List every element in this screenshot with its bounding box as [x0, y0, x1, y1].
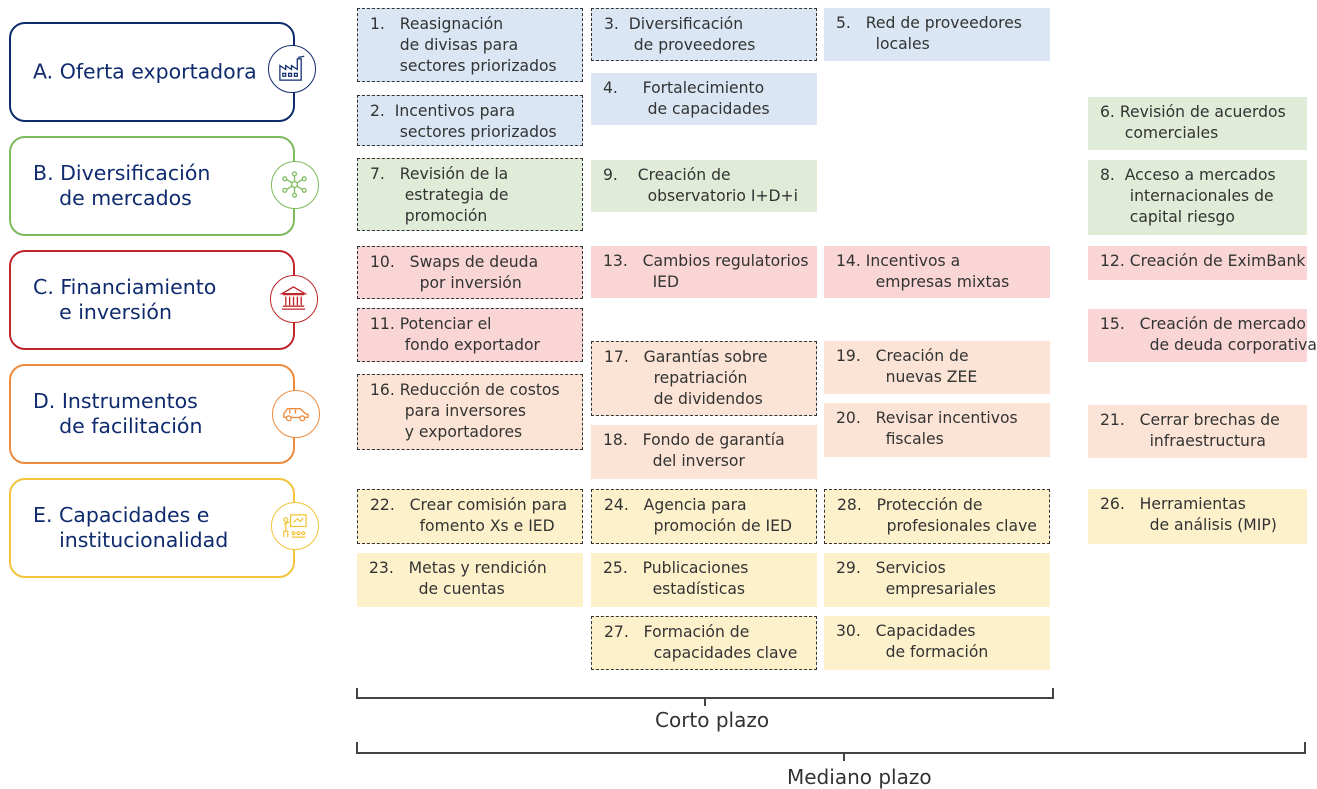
- action-30: 30. Capacidades de formación: [824, 616, 1050, 670]
- action-13: 13. Cambios regulatorios IED: [591, 246, 817, 298]
- action-16: 16. Reducción de costos para inversores …: [357, 374, 583, 450]
- category-c: C. Financiamiento e inversión: [9, 250, 295, 350]
- category-a: A. Oferta exportadora: [9, 22, 295, 122]
- action-23: 23. Metas y rendición de cuentas: [357, 553, 583, 607]
- action-17: 17. Garantías sobre repatriación de divi…: [591, 341, 817, 416]
- action-22: 22. Crear comisión para fomento Xs e IED: [357, 489, 583, 544]
- action-9: 9. Creación de observatorio I+D+i: [591, 160, 817, 212]
- action-20: 20. Revisar incentivos fiscales: [824, 403, 1050, 457]
- action-3: 3. Diversificación de proveedores: [591, 8, 817, 61]
- action-2: 2. Incentivos para sectores priorizados: [357, 95, 583, 146]
- action-28: 28. Protección de profesionales clave: [824, 489, 1050, 544]
- category-b-label: B. Diversificación de mercados: [33, 161, 211, 210]
- category-a-label: A. Oferta exportadora: [33, 59, 257, 84]
- action-27: 27. Formación de capacidades clave: [591, 616, 817, 670]
- action-18: 18. Fondo de garantía del inversor: [591, 425, 817, 479]
- action-26: 26. Herramientas de análisis (MIP): [1088, 489, 1307, 544]
- presentation-icon: [271, 502, 319, 550]
- action-4: 4. Fortalecimiento de capacidades: [591, 73, 817, 125]
- category-d-label: D. Instrumentos de facilitación: [33, 389, 203, 438]
- action-21: 21. Cerrar brechas de infraestructura: [1088, 405, 1307, 458]
- action-8: 8. Acceso a mercados internacionales de …: [1088, 160, 1307, 235]
- category-e: E. Capacidades e institucionalidad: [9, 478, 295, 578]
- car-icon: [272, 390, 320, 438]
- bank-icon: [270, 275, 318, 323]
- short-term-label: Corto plazo: [655, 708, 770, 732]
- action-25: 25. Publicaciones estadísticas: [591, 553, 817, 607]
- action-15: 15. Creación de mercado de deuda corpora…: [1088, 309, 1317, 362]
- action-19: 19. Creación de nuevas ZEE: [824, 341, 1050, 394]
- category-e-label: E. Capacidades e institucionalidad: [33, 503, 229, 552]
- category-d: D. Instrumentos de facilitación: [9, 364, 295, 464]
- action-6: 6. Revisión de acuerdos comerciales: [1088, 97, 1307, 150]
- action-5: 5. Red de proveedores locales: [824, 8, 1050, 61]
- network-icon: [271, 161, 319, 209]
- action-14: 14. Incentivos a empresas mixtas: [824, 246, 1050, 298]
- action-29: 29. Servicios empresariales: [824, 553, 1050, 607]
- action-1: 1. Reasignación de divisas para sectores…: [357, 8, 583, 82]
- category-b: B. Diversificación de mercados: [9, 136, 295, 236]
- action-12: 12. Creación de EximBank: [1088, 246, 1307, 280]
- action-7: 7. Revisión de la estrategia de promoció…: [357, 158, 583, 231]
- category-c-label: C. Financiamiento e inversión: [33, 275, 217, 324]
- action-24: 24. Agencia para promoción de IED: [591, 489, 817, 544]
- medium-term-label: Mediano plazo: [787, 765, 932, 789]
- factory-icon: [268, 45, 316, 93]
- action-11: 11. Potenciar el fondo exportador: [357, 308, 583, 362]
- action-10: 10. Swaps de deuda por inversión: [357, 246, 583, 299]
